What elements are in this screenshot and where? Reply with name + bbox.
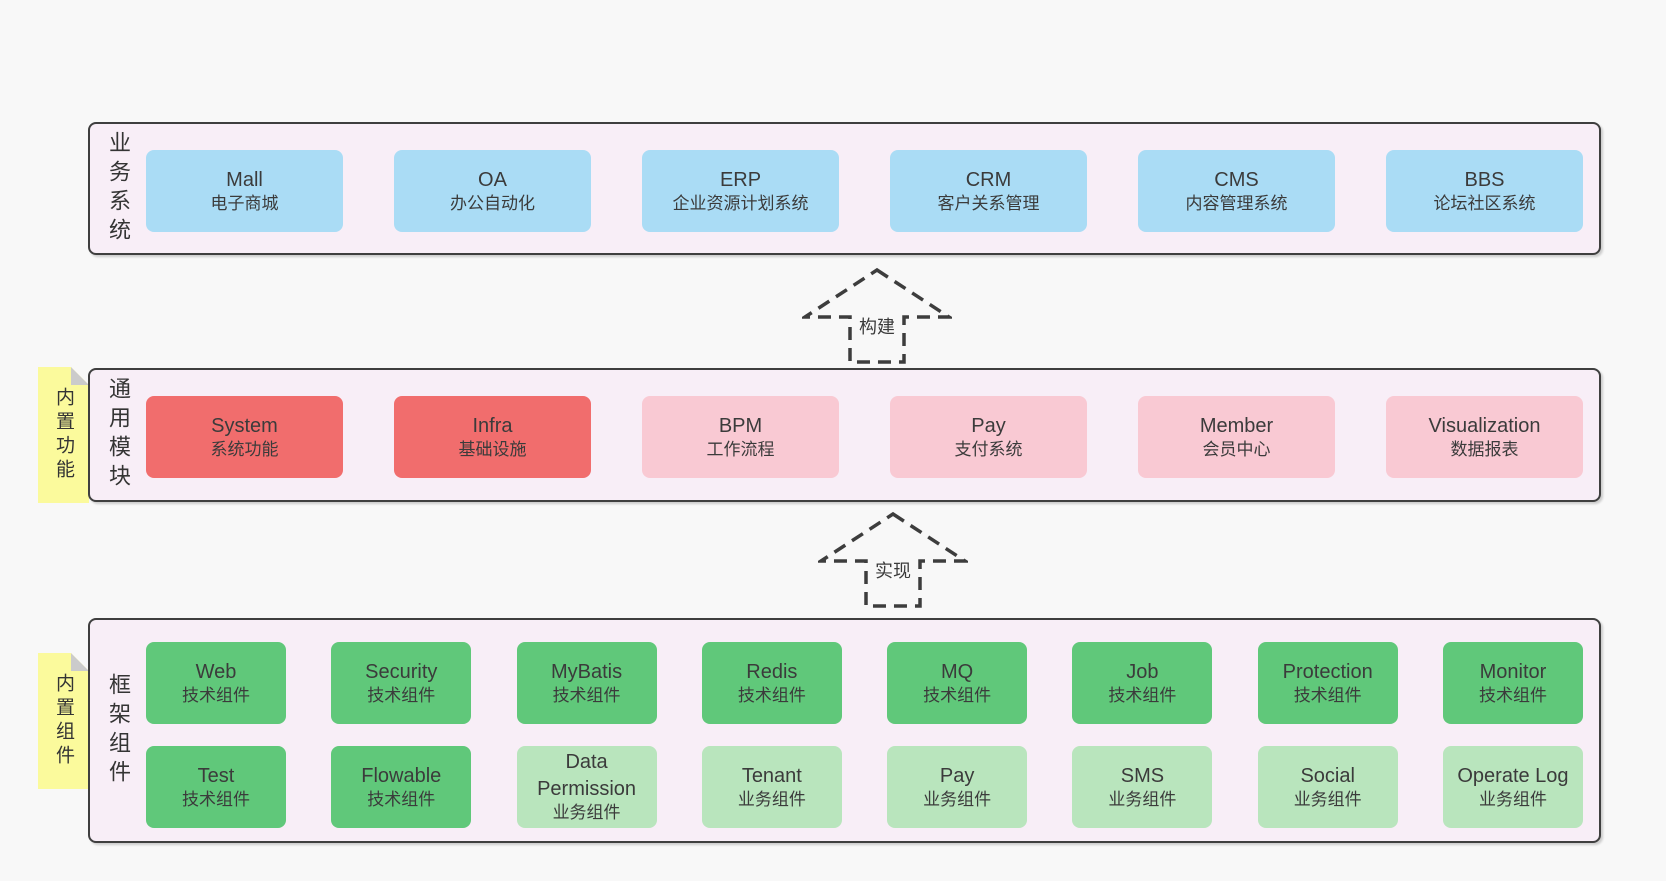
build-arrow: 构建 [802, 266, 952, 366]
box-security: Security 技术组件 [331, 642, 472, 724]
box-oa: OA 办公自动化 [394, 150, 591, 232]
box-cms: CMS 内容管理系统 [1138, 150, 1335, 232]
box-web: Web 技术组件 [146, 642, 286, 724]
note-built-in-features: 内置功能 [38, 367, 89, 503]
box-mall: Mall 电子商城 [146, 150, 343, 232]
box-bpm: BPM 工作流程 [642, 396, 839, 478]
arrow-up-icon [818, 511, 968, 608]
note-fold-corner-icon [71, 653, 89, 671]
box-member: Member 会员中心 [1138, 396, 1335, 478]
box-pay-component: Pay 业务组件 [887, 746, 1028, 828]
arrow-up-icon [802, 267, 952, 364]
panel-business-systems: 业务系统 Mall 电子商城 OA 办公自动化 ERP 企业资源计划系统 CRM… [88, 122, 1601, 255]
box-operate-log: Operate Log 业务组件 [1442, 746, 1583, 828]
box-tenant: Tenant 业务组件 [701, 746, 842, 828]
box-bbs: BBS 论坛社区系统 [1386, 150, 1583, 232]
box-job: Job 技术组件 [1072, 642, 1213, 724]
note-built-in-components: 内置组件 [38, 653, 89, 789]
box-social: Social 业务组件 [1257, 746, 1398, 828]
panel-framework-components: 框架组件 Web 技术组件 Security 技术组件 MyBatis 技术组件… [88, 618, 1601, 843]
box-mybatis: MyBatis 技术组件 [516, 642, 657, 724]
box-protection: Protection 技术组件 [1257, 642, 1398, 724]
box-visualization: Visualization 数据报表 [1386, 396, 1583, 478]
components-box-row-1: Web 技术组件 Security 技术组件 MyBatis 技术组件 Redi… [146, 642, 1583, 724]
box-erp: ERP 企业资源计划系统 [642, 150, 839, 232]
build-arrow-label: 构建 [856, 312, 898, 340]
box-infra: Infra 基础设施 [394, 396, 591, 478]
panel-modules-label: 通用模块 [106, 377, 131, 493]
box-system: System 系统功能 [146, 396, 343, 478]
modules-box-row: System 系统功能 Infra 基础设施 BPM 工作流程 Pay 支付系统… [146, 396, 1583, 478]
box-crm: CRM 客户关系管理 [890, 150, 1087, 232]
box-redis: Redis 技术组件 [701, 642, 842, 724]
box-sms: SMS 业务组件 [1072, 746, 1213, 828]
panel-business-label: 业务系统 [106, 130, 131, 247]
box-data-permission: Data Permission 业务组件 [516, 746, 657, 828]
box-test: Test 技术组件 [146, 746, 286, 828]
note-fold-corner-icon [71, 367, 89, 385]
panel-common-modules: 通用模块 System 系统功能 Infra 基础设施 BPM 工作流程 Pay… [88, 368, 1601, 502]
box-pay: Pay 支付系统 [890, 396, 1087, 478]
box-flowable: Flowable 技术组件 [331, 746, 472, 828]
components-box-row-2: Test 技术组件 Flowable 技术组件 Data Permission … [146, 746, 1583, 828]
business-box-row: Mall 电子商城 OA 办公自动化 ERP 企业资源计划系统 CRM 客户关系… [146, 150, 1583, 232]
box-monitor: Monitor 技术组件 [1442, 642, 1583, 724]
box-mq: MQ 技术组件 [887, 642, 1028, 724]
implement-arrow: 实现 [818, 510, 968, 610]
panel-components-label: 框架组件 [106, 672, 131, 789]
implement-arrow-label: 实现 [872, 556, 914, 584]
